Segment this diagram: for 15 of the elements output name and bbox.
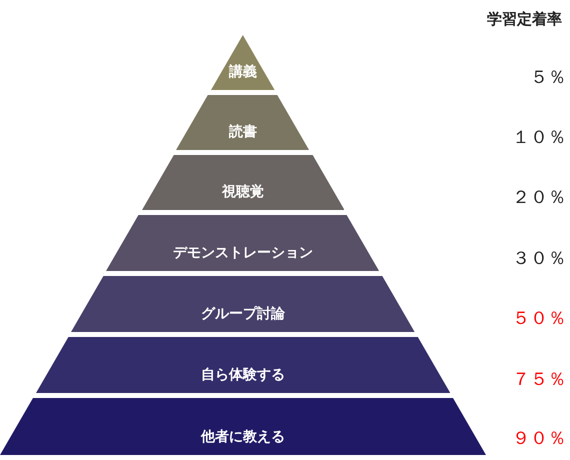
tier-label: グループ討論 [200,305,285,324]
tier-label: 自ら体験する [200,366,285,385]
tier-label: 視聴覚 [222,182,264,202]
tier-label: 講義 [228,63,257,82]
retention-rate: ２０％ [512,186,566,210]
retention-rate: １０％ [512,126,566,150]
column-heading: 学習定着率 [487,9,562,30]
retention-rate: ９０％ [512,427,566,451]
tier-label: 他者に教える [201,428,285,447]
tier-label: デモンストレーション [172,244,313,263]
retention-rate: ３０％ [512,247,566,271]
tier-label: 読書 [228,123,257,142]
retention-rate: ７５％ [512,368,566,392]
retention-rate: ５％ [530,66,566,90]
retention-rate: ５０％ [512,307,566,331]
